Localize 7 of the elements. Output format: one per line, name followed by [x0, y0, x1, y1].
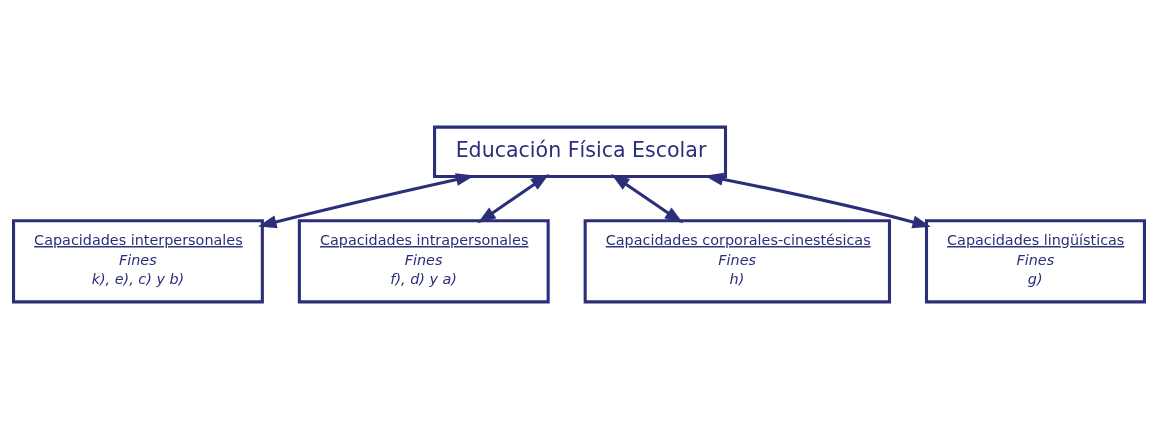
- node-box: Educación Física Escolar: [433, 125, 728, 178]
- node-box: Capacidades intrapersonales Fines f), d) y a): [297, 218, 550, 303]
- node-box: Capacidades lingüísticas Fines g): [924, 218, 1146, 303]
- node-box: Capacidades corporales-cinestésicas Fines h): [583, 218, 891, 303]
- arrow: [477, 173, 550, 223]
- node-box: Capacidades interpersonales Fines k), e), c) y b): [12, 218, 264, 303]
- arrow: [611, 173, 684, 223]
